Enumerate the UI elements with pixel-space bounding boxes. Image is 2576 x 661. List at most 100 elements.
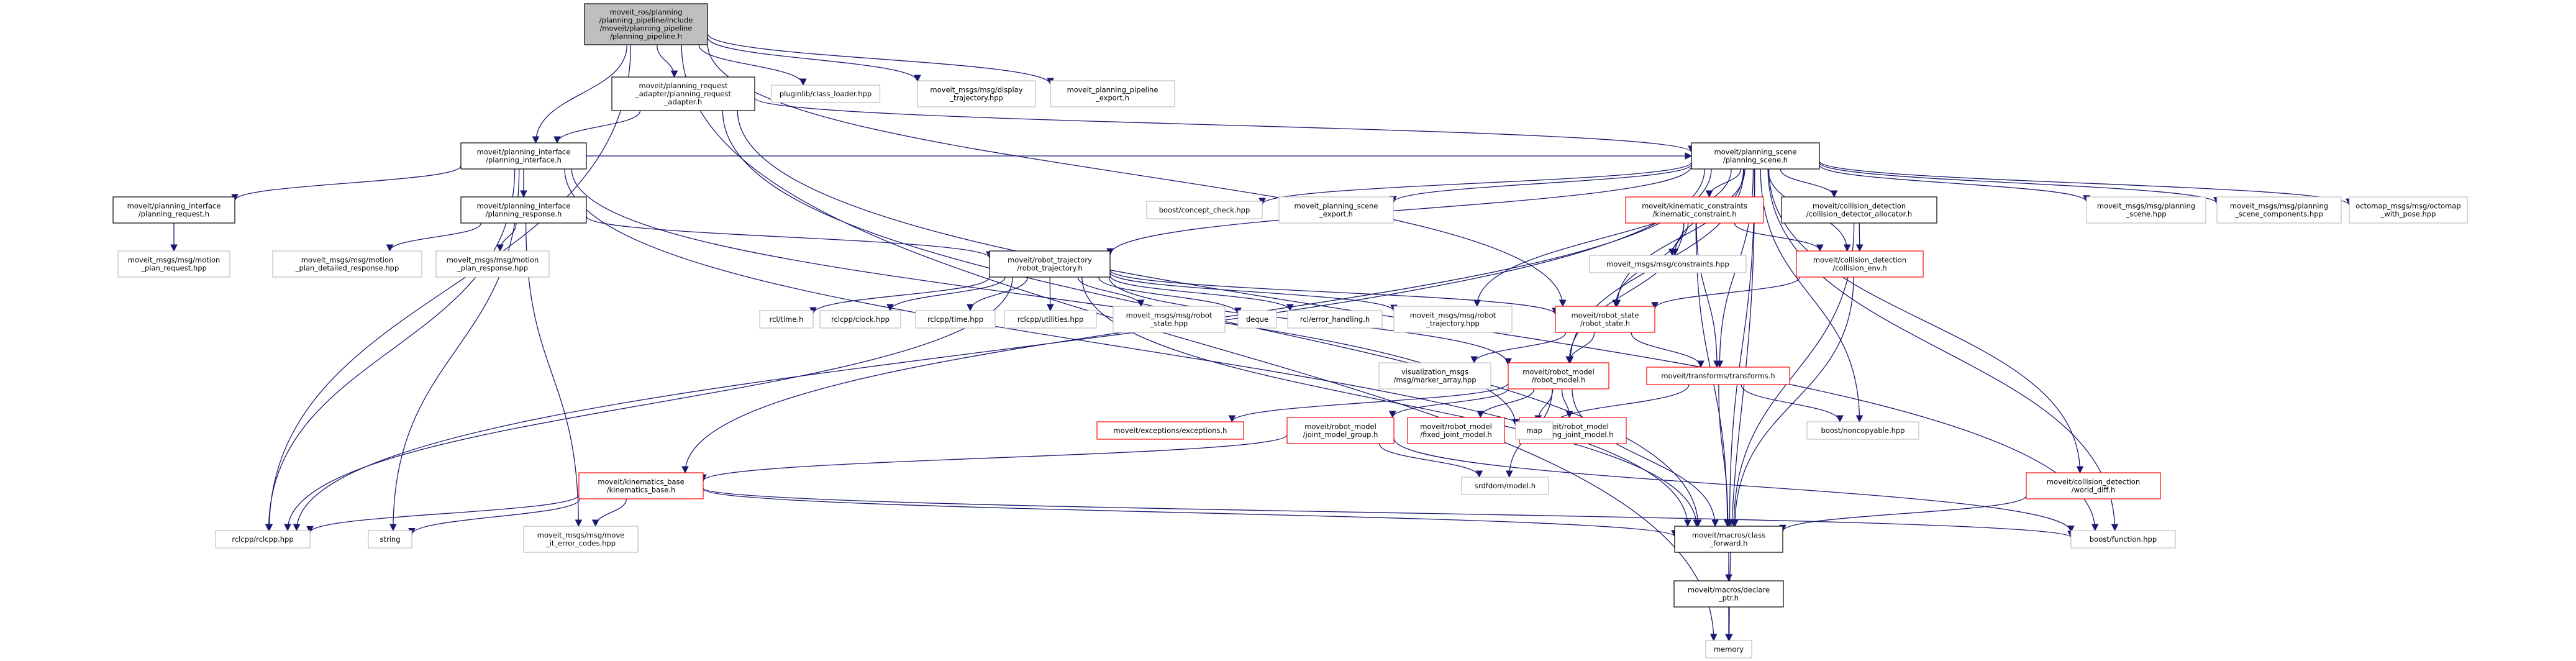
node-label-line: memory: [1714, 645, 1744, 654]
edge-planning_pipeline-to-robot_state: [707, 43, 1567, 308]
node-label-line: moveit/planning_interface: [477, 202, 571, 211]
node-planning-request[interactable]: moveit/planning_interface/planning_reque…: [112, 196, 235, 224]
node-label-line: moveit/planning_scene: [1714, 148, 1796, 157]
edge-kinematics_base-to-boost_function: [703, 488, 2075, 539]
edge-planning_pipeline-to-display_trajectory: [707, 37, 921, 83]
node-robot-state[interactable]: moveit/robot_state/robot_state.h: [1555, 306, 1655, 333]
node-class-forward[interactable]: moveit/macros/class_forward.h: [1674, 526, 1783, 553]
node-declare-ptr[interactable]: moveit/macros/declare_ptr.h: [1673, 580, 1784, 608]
node-box: [1407, 417, 1505, 444]
edge-robot_trajectory-to-deque: [1098, 276, 1242, 315]
node-kinematic-constraint[interactable]: moveit/kinematic_constraints/kinematic_c…: [1625, 196, 1764, 224]
edge-robot_trajectory-to-robot_trajectory_hpp: [1109, 272, 1398, 312]
edge-planning_pipeline-to-planning_interface: [532, 44, 627, 144]
node-world-diff[interactable]: moveit/collision_detection/world_diff.h: [2026, 472, 2161, 499]
node-label-line: moveit/collision_detection: [1813, 202, 1906, 211]
node-robot-trajectory[interactable]: moveit/robot_trajectory/robot_trajectory…: [989, 250, 1111, 278]
edge-planning_scene-to-robot_trajectory: [1106, 165, 1692, 256]
node-label-line: /planning_scene.h: [1723, 156, 1788, 165]
node-move-it-error-codes: moveit_msgs/msg/move_it_error_codes.hpp: [523, 526, 639, 553]
node-robot-model[interactable]: moveit/robot_model/robot_model.h: [1508, 362, 1609, 390]
node-exceptions[interactable]: moveit/exceptions/exceptions.h: [1096, 421, 1244, 440]
node-label-line: moveit/macros/declare: [1688, 586, 1770, 595]
node-planning-interface[interactable]: moveit/planning_interface/planning_inter…: [460, 142, 587, 170]
edge-planning_pipeline-to-memory: [681, 44, 1718, 642]
node-label-line: moveit/kinematics_base: [598, 478, 684, 486]
node-label-line: _ptr.h: [1718, 594, 1739, 603]
node-label-line: moveit/planning_request: [639, 81, 728, 90]
edge-robot_state-to-transforms: [1631, 332, 1704, 368]
node-box: [759, 310, 814, 329]
node-label-line: moveit/collision_detection: [2047, 478, 2140, 486]
node-concept-check: boost/concept_check.hpp: [1146, 201, 1263, 219]
node-joint-model-group[interactable]: moveit/robot_model/joint_model_group.h: [1286, 417, 1395, 444]
node-label-line: moveit/robot_model: [1420, 422, 1492, 431]
node-motion-plan-response: moveit_msgs/msg/motion_plan_response.hpp: [435, 250, 550, 278]
node-box: [1646, 367, 1790, 385]
edge-world_diff-to-class_forward: [1779, 495, 2027, 532]
node-scene-export: moveit_planning_scene_export.h: [1278, 196, 1394, 224]
node-box: [1096, 421, 1244, 440]
node-box: [1393, 306, 1513, 333]
node-label-line: string: [380, 535, 400, 544]
node-box: [1508, 362, 1609, 390]
node-label-line: _plan_request.hpp: [140, 264, 207, 273]
node-label-line: rclcpp/utilities.hpp: [1017, 315, 1084, 324]
edge-planning_scene-to-detector_allocator: [1780, 168, 1838, 198]
node-label-line: deque: [1246, 315, 1268, 324]
edge-robot_model-to-floating_joint_model: [1561, 388, 1573, 419]
node-string: string: [368, 530, 412, 549]
node-fixed-joint-model[interactable]: moveit/robot_model/fixed_joint_model.h: [1407, 417, 1505, 444]
node-box: [1004, 310, 1097, 329]
node-planning-scene[interactable]: moveit/planning_scene/planning_scene.h: [1691, 142, 1820, 170]
node-label-line: /robot_state.h: [1580, 319, 1630, 328]
node-kinematics-base[interactable]: moveit/kinematics_base/kinematics_base.h: [578, 472, 704, 499]
node-planning-response[interactable]: moveit/planning_interface/planning_respo…: [460, 196, 587, 224]
edge-planning_scene-to-rclcpp: [293, 168, 1705, 532]
node-box: [1113, 306, 1226, 333]
node-collision-env[interactable]: moveit/collision_detection/collision_env…: [1796, 250, 1924, 278]
edge-joint_model_group-to-kinematics_base: [699, 434, 1288, 482]
edge-planning_scene-to-kinematic_constraint: [1705, 168, 1741, 198]
node-label-line: map: [1526, 426, 1542, 435]
node-motion-plan-detailed: moveit_msgs/msg/motion_plan_detailed_res…: [272, 250, 422, 278]
node-pipeline-export: moveit_planning_pipeline_export.h: [1050, 80, 1175, 107]
node-box: [1461, 476, 1549, 495]
edge-planning_request_adapter-to-planning_interface: [553, 110, 641, 144]
node-planning-pipeline[interactable]: moveit_ros/planning/planning_pipeline/in…: [584, 3, 708, 45]
edge-robot_model-to-fixed_joint_model: [1477, 388, 1535, 419]
edge-transforms-to-class_forward: [1718, 384, 1732, 527]
node-transforms[interactable]: moveit/transforms/transforms.h: [1646, 367, 1790, 385]
node-box: [1278, 196, 1394, 224]
node-label-line: moveit_msgs/msg/motion: [128, 256, 221, 265]
node-rclcpp: rclcpp/rclcpp.hpp: [215, 530, 311, 549]
node-box: [2070, 530, 2176, 549]
node-planning-request-adapter[interactable]: moveit/planning_request_adapter/planning…: [611, 76, 755, 111]
edge-planning_scene-to-noncopyable: [1760, 168, 1864, 423]
edge-planning_interface-to-planning_request: [231, 165, 462, 202]
node-label-line: /robot_model.h: [1532, 376, 1586, 385]
edge-planning_request_adapter-to-planning_scene: [754, 98, 1695, 153]
edge-robot_trajectory-to-robot_state_hpp: [1077, 276, 1145, 308]
node-deque: deque: [1237, 310, 1277, 329]
node-box: [915, 310, 996, 329]
node-display-trajectory: moveit_msgs/msg/display_trajectory.hpp: [917, 80, 1036, 107]
node-box: [1237, 310, 1277, 329]
node-detector-allocator[interactable]: moveit/collision_detection/collision_det…: [1781, 196, 1937, 224]
node-label-line: moveit_msgs/msg/display: [930, 86, 1022, 94]
node-label-line: /kinematic_constraint.h: [1653, 210, 1737, 219]
node-label-line: /msg/marker_array.hpp: [1393, 376, 1476, 385]
edge-kinematics_base-to-rclcpp: [306, 494, 580, 534]
node-box: [989, 250, 1111, 278]
edge-collision_env-to-robot_state: [1651, 276, 1800, 309]
node-box: [1806, 421, 1919, 440]
node-label-line: moveit_msgs/msg/move: [537, 531, 624, 540]
node-box: [1050, 80, 1175, 107]
node-class-loader: pluginlib/class_loader.hpp: [770, 84, 881, 103]
edge-planning_pipeline-to-pipeline_export: [707, 33, 1054, 86]
node-map: map: [1515, 421, 1554, 440]
node-label-line: moveit/planning_interface: [477, 148, 571, 157]
node-label-line: moveit/robot_state: [1572, 311, 1639, 320]
node-label-line: _state.hpp: [1150, 319, 1188, 328]
